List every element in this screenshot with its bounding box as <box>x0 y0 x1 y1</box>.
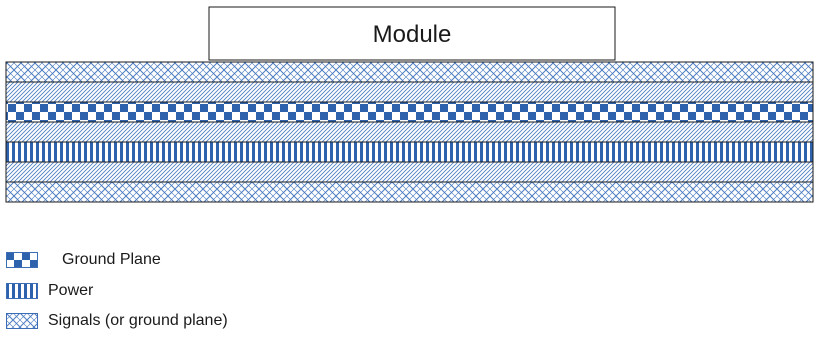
ground-plane-swatch-icon <box>6 252 38 268</box>
stack-layer-power <box>5 141 814 163</box>
stack-layer-dielectric-2 <box>5 121 814 143</box>
module-label: Module <box>373 21 452 48</box>
legend-item-signals: Signals (or ground plane) <box>6 311 228 331</box>
legend-label-power: Power <box>48 282 94 299</box>
stack-layer-dielectric-3 <box>5 161 814 183</box>
stack-layer-dielectric-1 <box>5 81 814 103</box>
legend-item-power: Power <box>6 281 93 301</box>
power-swatch-icon <box>6 283 38 299</box>
legend-label-ground-plane: Ground Plane <box>62 251 161 268</box>
legend-item-ground-plane: Ground Plane <box>6 250 161 270</box>
module-box <box>208 6 616 61</box>
stack-layer-signals-bottom <box>5 181 814 203</box>
stack-layer-ground-plane <box>5 101 814 123</box>
layer-stack <box>5 61 814 203</box>
stack-layer-signals-top <box>5 61 814 83</box>
signals-swatch-icon <box>6 313 38 329</box>
legend-label-signals: Signals (or ground plane) <box>48 312 228 329</box>
